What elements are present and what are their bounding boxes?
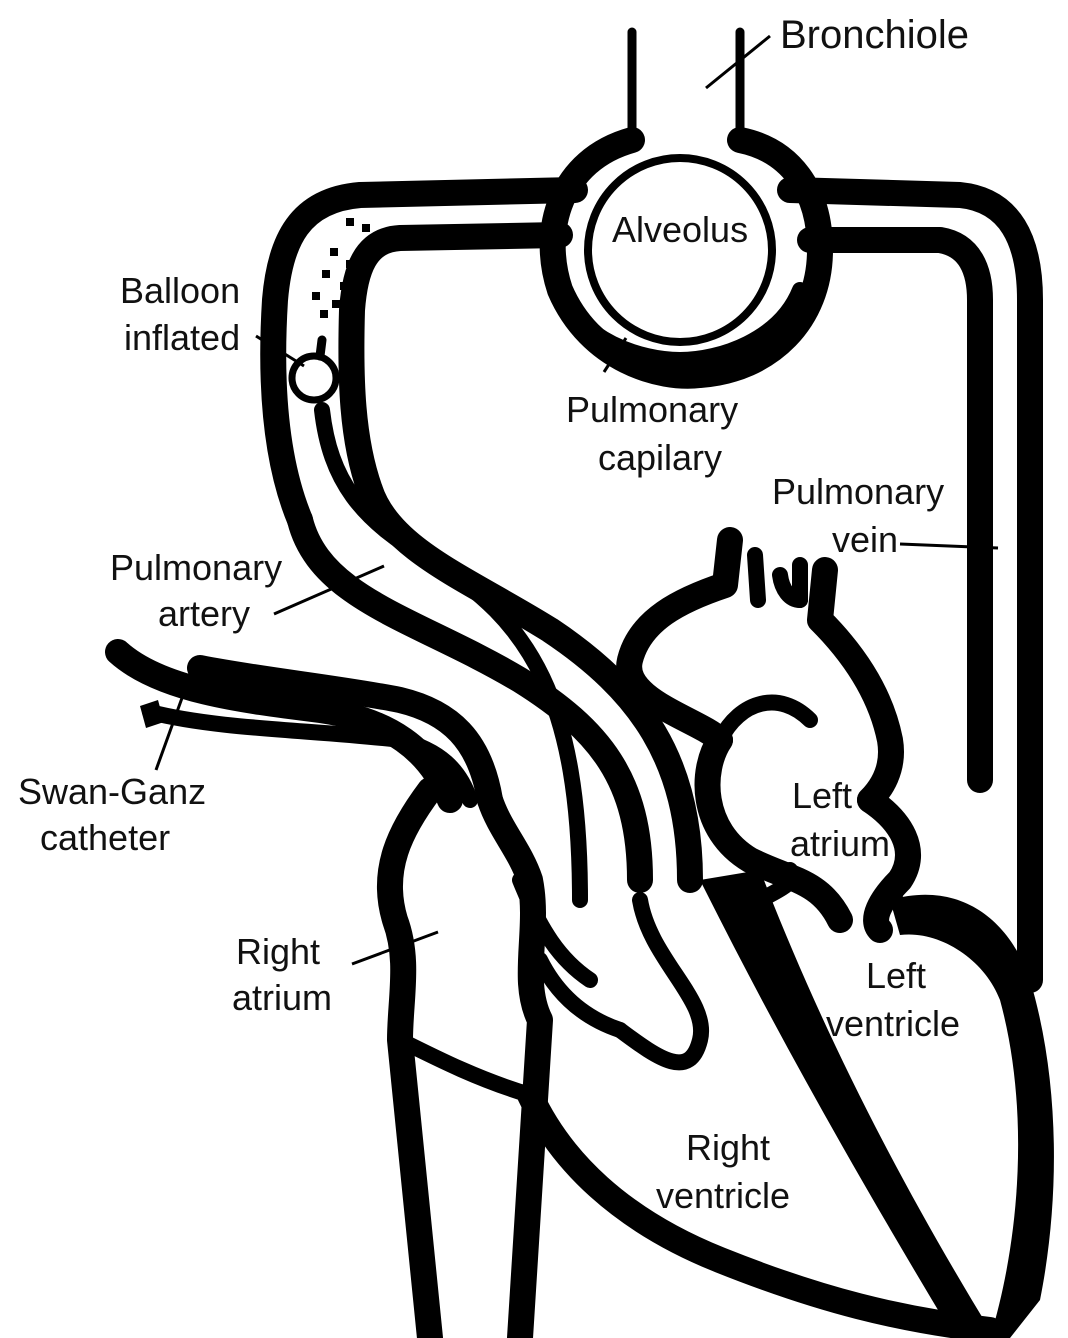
label-pulmonary-artery-line2: artery bbox=[158, 593, 250, 634]
label-bronchiole: Bronchiole bbox=[780, 13, 969, 57]
label-pulmonary-vein-line1: Pulmonary bbox=[772, 471, 944, 512]
label-balloon-line1: Balloon bbox=[120, 270, 240, 311]
ventricles-shape bbox=[530, 870, 1054, 1338]
label-left-atrium-line1: Left bbox=[792, 775, 852, 816]
label-right-ventricle-line2: ventricle bbox=[656, 1175, 790, 1216]
label-alveolus: Alveolus bbox=[612, 209, 748, 250]
label-swan-ganz-line2: catheter bbox=[40, 817, 170, 858]
label-pulmonary-capillary-line2: capilary bbox=[598, 437, 722, 478]
label-balloon-line2: inflated bbox=[124, 317, 240, 358]
label-left-ventricle-line2: ventricle bbox=[826, 1003, 960, 1044]
label-right-ventricle-line1: Right bbox=[686, 1127, 770, 1168]
label-left-ventricle-line1: Left bbox=[866, 955, 926, 996]
left-atrium-shape bbox=[629, 540, 908, 930]
label-right-atrium-line2: atrium bbox=[232, 977, 332, 1018]
label-pulmonary-artery-line1: Pulmonary bbox=[110, 547, 282, 588]
label-pulmonary-vein-line2: vein bbox=[832, 519, 898, 560]
label-swan-ganz-line1: Swan-Ganz bbox=[18, 771, 206, 812]
label-left-atrium-line2: atrium bbox=[790, 823, 890, 864]
label-pulmonary-capillary-line1: Pulmonary bbox=[566, 389, 738, 430]
bronchiole-tube bbox=[632, 32, 740, 140]
label-right-atrium-line1: Right bbox=[236, 931, 320, 972]
